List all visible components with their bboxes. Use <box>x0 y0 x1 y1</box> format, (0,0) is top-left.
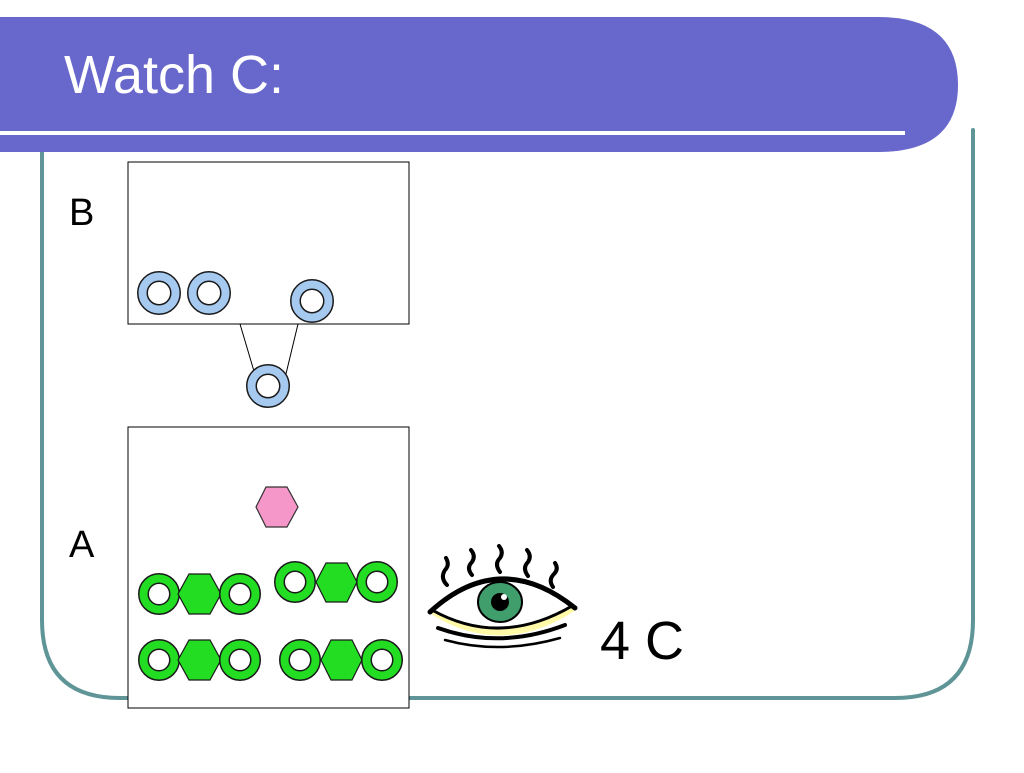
container-a-label: A <box>69 524 95 566</box>
title-banner <box>0 17 958 152</box>
green-molecule <box>279 639 403 681</box>
eye-icon <box>427 544 578 649</box>
container-b-label: B <box>69 192 95 234</box>
green-molecule <box>138 573 261 615</box>
content-frame <box>40 128 975 700</box>
green-molecule <box>138 639 261 681</box>
funnel-right-edge <box>284 323 299 379</box>
annotation-label: 4 C <box>600 611 685 671</box>
pink-hexagon <box>255 486 299 528</box>
green-molecule <box>274 561 398 603</box>
container-b-ring <box>290 279 334 323</box>
container-b-ring <box>137 271 181 315</box>
container-b-ring <box>187 271 231 315</box>
funnel-left-edge <box>239 323 257 379</box>
transit-ring <box>246 364 290 408</box>
slide-title: Watch C: <box>64 45 285 105</box>
